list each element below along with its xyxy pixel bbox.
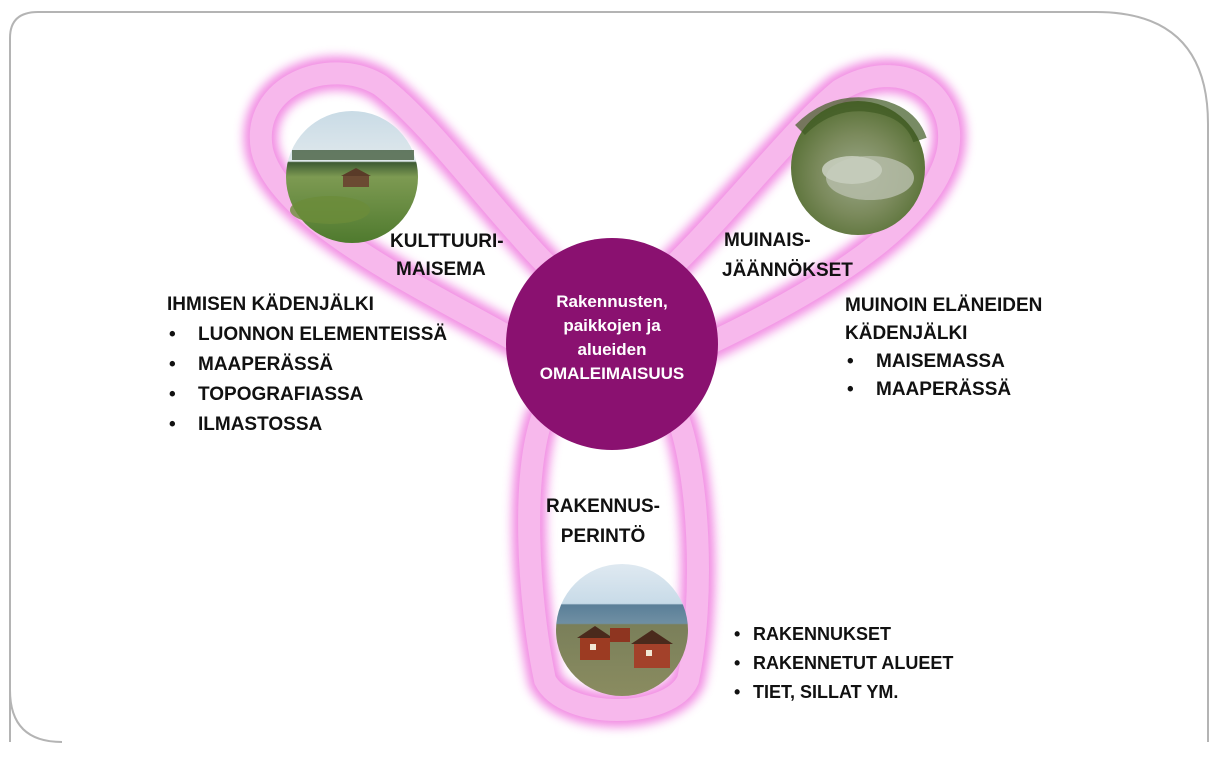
ancient-remains-photo	[791, 97, 927, 235]
slide-frame	[9, 11, 1209, 742]
left-description: IHMISEN KÄDENJÄLKI LUONNON ELEMENTEISSÄ …	[167, 290, 447, 440]
list-item: TOPOGRAFIASSA	[167, 380, 447, 410]
list-item: MAAPERÄSSÄ	[167, 350, 447, 380]
bottom-list: RAKENNUKSET RAKENNETUT ALUEET TIET, SILL…	[734, 620, 953, 707]
bottom-description: RAKENNUKSET RAKENNETUT ALUEET TIET, SILL…	[734, 620, 953, 707]
list-item: RAKENNETUT ALUEET	[734, 649, 953, 678]
left-list: LUONNON ELEMENTEISSÄ MAAPERÄSSÄ TOPOGRAF…	[167, 320, 447, 440]
center-line: OMALEIMAISUUS	[539, 364, 685, 383]
left-petal-title: KULTTUURI- MAISEMA	[390, 231, 504, 280]
bottom-petal	[518, 405, 709, 721]
list-item: ILMASTOSSA	[167, 410, 447, 440]
right-list: MAISEMASSA MAAPERÄSSÄ	[845, 348, 1042, 404]
right-heading: MUINOIN ELÄNEIDEN	[845, 295, 1043, 316]
right-petal	[628, 65, 961, 370]
center-label: Rakennusten, paikkojen ja alueiden OMALE…	[506, 290, 718, 386]
slide-frame-corner	[9, 689, 63, 743]
list-item: TIET, SILLAT YM.	[734, 678, 953, 707]
list-item: RAKENNUKSET	[734, 620, 953, 649]
landscape-photo	[286, 111, 418, 243]
list-item: MAISEMASSA	[845, 348, 1042, 376]
center-line: paikkojen ja	[563, 316, 661, 335]
center-circle	[506, 238, 718, 450]
center-line: Rakennusten,	[556, 292, 668, 311]
right-heading: KÄDENJÄLKI	[845, 323, 968, 344]
list-item: LUONNON ELEMENTEISSÄ	[167, 320, 447, 350]
right-petal-title: MUINAIS- JÄÄNNÖKSET	[722, 230, 853, 281]
center-line: alueiden	[577, 340, 647, 359]
bottom-petal-title: RAKENNUS- PERINTÖ	[546, 496, 660, 547]
left-petal	[249, 62, 592, 370]
right-description: MUINOIN ELÄNEIDEN KÄDENJÄLKI MAISEMASSA …	[845, 292, 1042, 404]
left-heading: IHMISEN KÄDENJÄLKI	[167, 294, 374, 315]
village-photo	[556, 564, 688, 696]
list-item: MAAPERÄSSÄ	[845, 376, 1042, 404]
